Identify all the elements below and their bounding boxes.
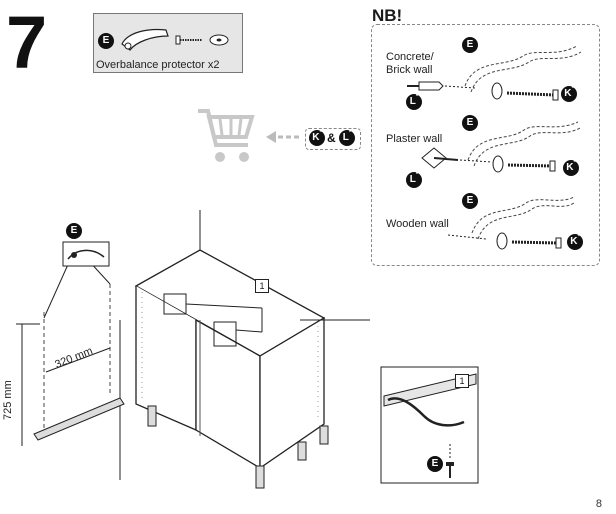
screw-badge-concrete: K* xyxy=(561,86,577,102)
page-number: 8 xyxy=(595,498,602,510)
wall-label-wooden: Wooden wall xyxy=(386,218,449,230)
parts-label: Overbalance protector x2 xyxy=(96,59,220,71)
fixing-badge-plaster: L* xyxy=(406,172,422,188)
arrow-left-icon xyxy=(266,131,302,143)
concrete-wall-detail xyxy=(407,45,582,101)
bracket-badge-wooden: E xyxy=(462,193,478,209)
shopping-cart-icon xyxy=(198,109,255,162)
fixings-group xyxy=(305,128,361,150)
nb-box xyxy=(371,24,600,266)
parts-illustration xyxy=(121,28,229,51)
nb-title: NB! xyxy=(372,6,403,25)
overbalance-strap-icon xyxy=(121,28,169,51)
fixing-badge-concrete: L* xyxy=(406,94,422,110)
wall-detail-box xyxy=(62,241,110,267)
panel-tag: 1 xyxy=(255,279,269,293)
bracket-badge-concrete: E xyxy=(462,37,478,53)
part-letter-badge: E xyxy=(98,33,114,49)
bottom-detail-badge: E xyxy=(427,456,443,472)
wall-detail-badge: E xyxy=(66,223,82,239)
plaster-wall-detail xyxy=(421,121,581,173)
washer-icon xyxy=(209,34,229,46)
height-dimension: 725 mm xyxy=(2,380,14,420)
bracket-badge-plaster: E xyxy=(462,115,478,131)
wall-label-plaster: Plaster wall xyxy=(386,133,443,145)
screw-badge-wooden: K* xyxy=(567,234,583,250)
screw-badge-plaster: K* xyxy=(563,160,579,176)
ampersand: & xyxy=(327,131,336,145)
shop-left-badge: K* xyxy=(309,130,325,146)
wall-plug-icon xyxy=(418,81,444,91)
wooden-wall-detail xyxy=(447,196,575,250)
shop-right-badge: L* xyxy=(339,130,355,146)
wall-label-concrete: Concrete/ Brick wall xyxy=(386,51,434,76)
step-number: 7 xyxy=(6,1,48,84)
bracket-strap-icon xyxy=(387,397,465,427)
screw-icon xyxy=(506,91,556,97)
washer-icon xyxy=(491,82,503,100)
screw-icon xyxy=(175,35,202,45)
cabinet-illustration xyxy=(16,210,370,489)
detail-tag: 1 xyxy=(455,374,469,388)
